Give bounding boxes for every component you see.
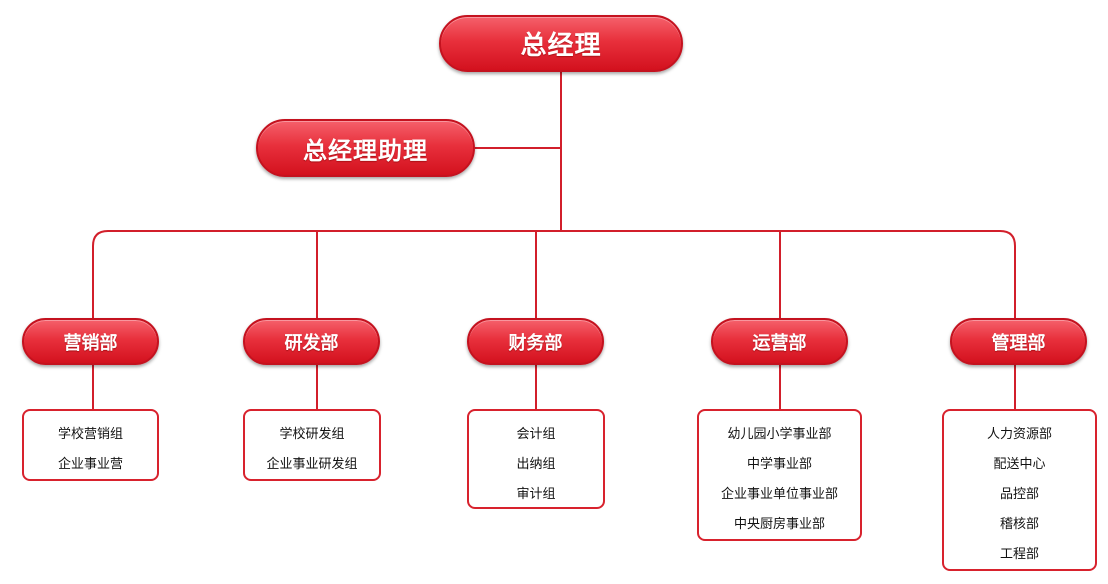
rnd-subgroups: 学校研发组 企业事业研发组 [243,409,381,481]
dept-finance-node: 财务部 [467,318,604,365]
dept-operations-node: 运营部 [711,318,848,365]
list-item: 幼儿园小学事业部 [727,427,832,442]
marketing-subgroups: 学校营销组 企业事业营 [22,409,159,481]
list-item: 出纳组 [516,457,556,472]
list-item: 企业事业单位事业部 [720,487,838,502]
general-manager-node: 总经理 [439,15,683,72]
list-item: 学校研发组 [279,427,345,442]
operations-subgroups: 幼儿园小学事业部 中学事业部 企业事业单位事业部 中央厨房事业部 [697,409,862,541]
list-item: 学校营销组 [57,427,123,442]
list-item: 稽核部 [999,517,1039,532]
list-item: 配送中心 [993,457,1046,472]
list-item: 审计组 [516,487,556,502]
list-item: 人力资源部 [986,427,1052,442]
dept-management-node: 管理部 [950,318,1087,365]
list-item: 会计组 [516,427,556,442]
list-item: 企业事业营 [57,457,123,472]
list-item: 中学事业部 [746,457,812,472]
management-subgroups: 人力资源部 配送中心 品控部 稽核部 工程部 [942,409,1097,571]
list-item: 中央厨房事业部 [733,517,825,532]
list-item: 工程部 [999,547,1039,562]
dept-rnd-node: 研发部 [243,318,380,365]
dept-marketing-node: 营销部 [22,318,159,365]
list-item: 企业事业研发组 [266,457,358,472]
finance-subgroups: 会计组 出纳组 审计组 [467,409,605,509]
list-item: 品控部 [999,487,1039,502]
assistant-manager-node: 总经理助理 [256,119,475,177]
